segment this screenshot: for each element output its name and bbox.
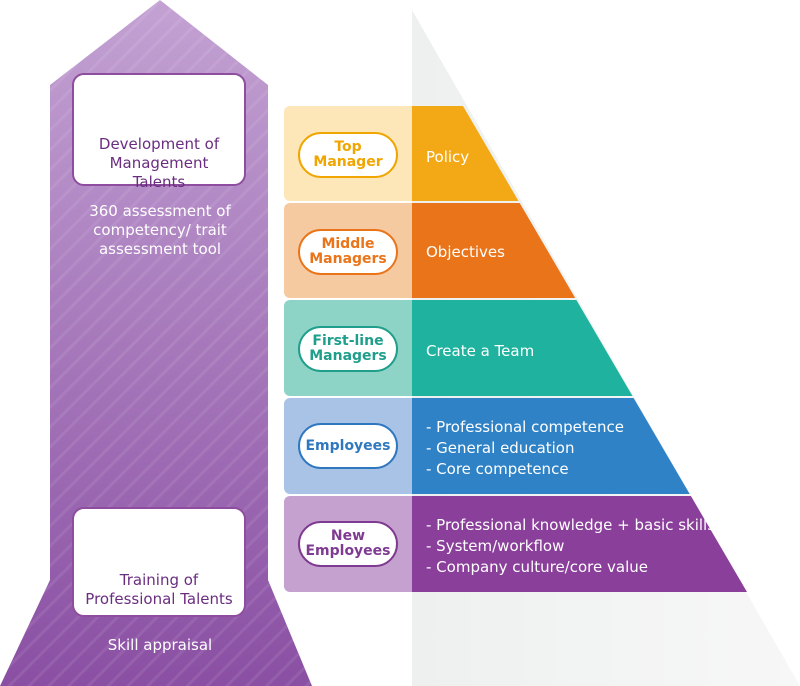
level-band-top-manager (412, 106, 519, 201)
level-band-new-employees (412, 496, 747, 592)
level-pill-first-line-managers: First-line Managers (298, 326, 398, 372)
level-pill-top-manager: Top Manager (298, 132, 398, 178)
level-item: - Professional competence (426, 418, 624, 436)
level-band-first-line-managers (412, 300, 633, 396)
level-item: - Core competence (426, 460, 569, 478)
level-item: - Professional knowledge + basic skills (426, 516, 716, 534)
professional-talents-box: Training of Professional Talents (72, 507, 246, 617)
level-item: Create a Team (426, 342, 535, 360)
level-description-top-manager: Policy (426, 147, 469, 168)
professional-talents-title: Training of Professional Talents (85, 571, 233, 608)
level-item: - System/workflow (426, 537, 565, 555)
level-label: Middle Managers (309, 236, 387, 267)
level-description-middle-managers: Objectives (426, 242, 505, 263)
level-item: Objectives (426, 243, 505, 261)
level-band-employees (412, 398, 690, 494)
level-pill-middle-managers: Middle Managers (298, 229, 398, 275)
level-item: - General education (426, 439, 575, 457)
level-pill-new-employees: New Employees (298, 521, 398, 567)
level-label: Top Manager (313, 139, 383, 170)
management-talents-title: Development of Management Talents (98, 135, 220, 191)
level-item: - Company culture/core value (426, 558, 648, 576)
level-band-middle-managers (412, 203, 576, 298)
level-label: First-line Managers (309, 333, 387, 364)
level-label: Employees (305, 437, 391, 454)
level-description-new-employees: - Professional knowledge + basic skills … (426, 515, 715, 578)
level-label: New Employees (305, 528, 391, 559)
level-item: Policy (426, 148, 470, 166)
skill-appraisal-text: Skill appraisal (107, 636, 213, 654)
level-description-employees: - Professional competence - General educ… (426, 417, 624, 480)
management-assessment-text: 360 assessment of competency/ trait asse… (89, 202, 231, 258)
level-pill-employees: Employees (298, 423, 398, 469)
level-description-first-line-managers: Create a Team (426, 341, 534, 362)
management-talents-box: Development of Management Talents (72, 73, 246, 191)
